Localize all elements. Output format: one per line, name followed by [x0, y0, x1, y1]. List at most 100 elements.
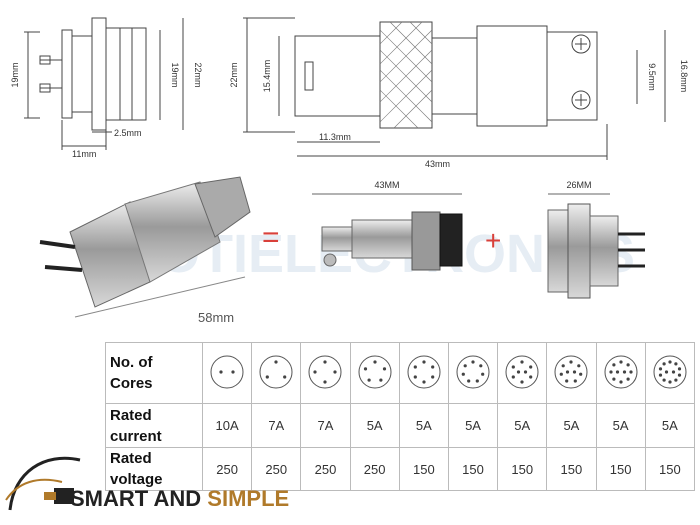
pin-dot [430, 364, 435, 369]
pin-dot [529, 364, 533, 369]
pin-diagram-cell [497, 342, 548, 404]
pin-dot [662, 361, 666, 365]
brand-simple: SIMPLE [207, 486, 290, 511]
pin-dot [413, 374, 417, 379]
current-cell: 5A [447, 403, 499, 448]
pin-layout-icon [210, 355, 244, 388]
equals-sign: = [262, 221, 280, 254]
plug-drawing: 22mm 15.4mm 11.3mm 43mm 9.5mm 16.8mm [229, 17, 689, 169]
clamp-screw-bottom [571, 90, 591, 110]
pin-layout-outline [308, 355, 342, 388]
voltage-cell: 150 [595, 447, 646, 491]
pin-dot [481, 372, 485, 376]
pin-layout-icon [604, 355, 638, 388]
pin-dot [565, 378, 569, 383]
row-header-current: Rated current [105, 403, 203, 448]
pin-dot [378, 378, 383, 382]
dim-pin-gap: 2.5mm [114, 128, 142, 138]
row-header-line: No. of [110, 354, 153, 371]
pin-layout-icon [308, 355, 342, 388]
dim-height-22: 22mm [229, 62, 239, 87]
voltage-cell: 150 [447, 447, 499, 491]
dim-length-11-3: 11.3mm [319, 132, 351, 142]
pin-layout-icon [653, 355, 687, 388]
pin-diagram-cell [546, 342, 597, 404]
pin-dot [467, 378, 471, 383]
voltage-cell: 150 [644, 447, 696, 491]
pin-layout-icon [358, 355, 392, 388]
current-cell: 5A [595, 403, 646, 448]
pin-dot [520, 379, 524, 384]
pin-dot [615, 369, 619, 374]
current-cell: 5A [644, 403, 696, 448]
pin-dot [560, 372, 564, 376]
pin-dot [471, 359, 475, 364]
row-header-voltage: Rated voltage [105, 447, 203, 491]
pin-dot [562, 363, 566, 367]
pin-dot [626, 377, 630, 381]
brand-smart: SMART [70, 486, 149, 511]
voltage-cell: 250 [201, 447, 253, 491]
dim-width: 11mm [72, 149, 96, 159]
current-cell: 7A [251, 403, 302, 448]
plus-sign: + [485, 225, 501, 256]
pin-dot [463, 363, 467, 367]
pin-dot [363, 366, 367, 370]
pin-dot [574, 378, 578, 383]
row-header-cores: No. of Cores [105, 342, 203, 404]
dim-length-43: 43mm [425, 159, 450, 169]
pin-dot [608, 369, 613, 374]
plug-clamp [546, 31, 598, 121]
pin-dot [573, 369, 577, 374]
plug-photo [321, 211, 463, 271]
pin-layout-outline [653, 355, 687, 388]
dim-height-15-4: 15.4mm [262, 60, 272, 93]
pin-dot [382, 366, 386, 370]
pin-dot [430, 374, 435, 379]
spec-table: No. of Cores Rated current 10A 7A 7A 5A … [105, 342, 696, 491]
pin-diagram-cell [349, 342, 400, 404]
pin-layout-icon [259, 355, 293, 388]
pin-dot [674, 361, 678, 365]
table-row-voltage: Rated voltage 250 250 250 250 150 150 15… [105, 447, 696, 491]
pin-dot [566, 369, 570, 374]
pin-dot [611, 377, 616, 381]
pin-dot [422, 379, 426, 384]
pin-dot [618, 379, 623, 384]
pin-dot [577, 363, 581, 367]
pin-layout-icon [456, 355, 490, 388]
brand-logo-text: SMART AND SIMPLE [70, 486, 289, 512]
pin-dot [622, 369, 626, 374]
voltage-cell: 150 [546, 447, 597, 491]
pin-layout-outline [604, 355, 638, 388]
dim-height-outer: 22mm [193, 62, 203, 87]
socket-nut [71, 35, 93, 113]
pin-dot [618, 359, 623, 364]
table-row-cores: No. of Cores [105, 342, 696, 404]
pin-dot [479, 363, 483, 367]
row-header-line: current [110, 427, 162, 445]
pin-dot [511, 364, 516, 369]
dim-height-left: 19mm [10, 62, 20, 87]
voltage-cell: 150 [398, 447, 449, 491]
plug-length-label: 43MM [374, 180, 399, 190]
socket-photo [547, 203, 645, 299]
plug-rear [476, 25, 548, 127]
pin-dot [664, 369, 668, 374]
dim-height-right: 19mm [170, 62, 180, 87]
voltage-cell: 250 [349, 447, 400, 491]
pin-dot [313, 369, 318, 374]
pin-dot [461, 372, 465, 376]
current-cell: 5A [398, 403, 449, 448]
pin-dot [413, 364, 417, 369]
voltage-cell: 150 [497, 447, 548, 491]
socket-side-drawing: 19mm 19mm 22mm 2.5mm 11mm [10, 17, 203, 159]
pin-dot [674, 378, 678, 382]
pin-layout-icon [554, 355, 588, 388]
plug-neck [431, 37, 478, 115]
assembled-connector-photo [39, 176, 251, 318]
pin-layout-icon [505, 355, 539, 388]
pin-dot [265, 374, 270, 379]
product-photos: LOTIELECTRONICS 58mm = 43MM + 26MM [39, 176, 645, 325]
plug-sleeve [294, 35, 381, 117]
